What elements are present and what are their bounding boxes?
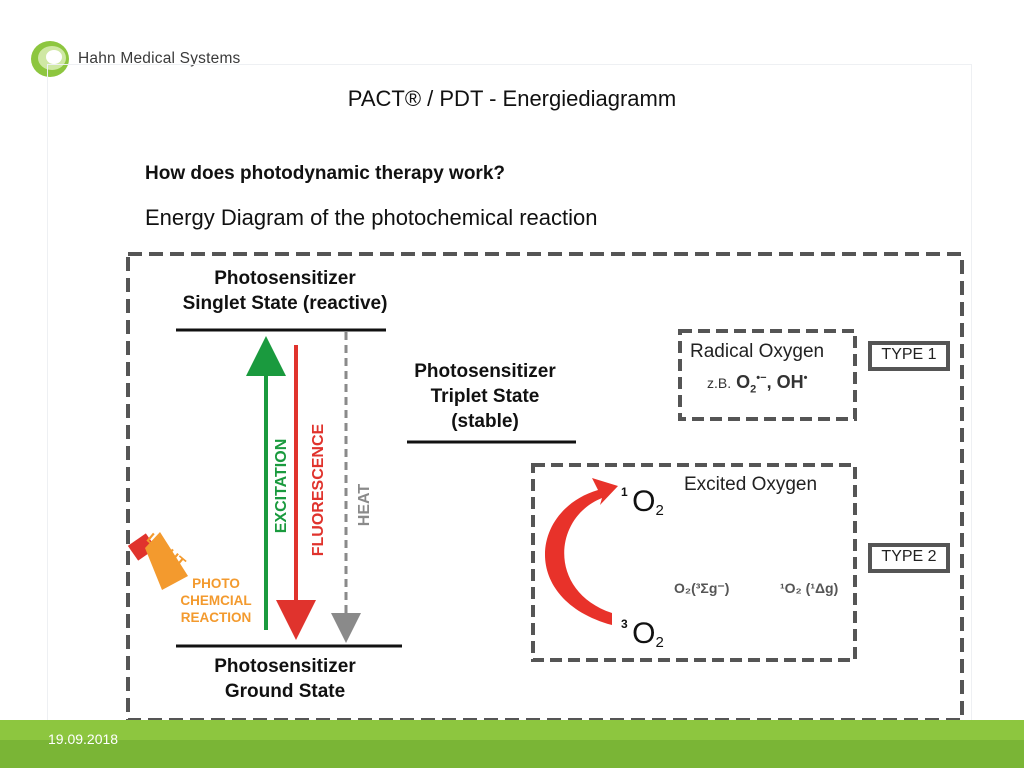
oxygen-term-ground: O₂(³Σg⁻) [674, 580, 730, 596]
heat-label: HEAT [356, 483, 373, 527]
singlet-state-label: Photosensitizer Singlet State (reactive) [182, 268, 388, 314]
triplet-state-label: Photosensitizer Triplet State (stable) [414, 361, 556, 432]
ground-state-label: Photosensitizer Ground State [214, 656, 356, 702]
diagram-subtitle: Energy Diagram of the photochemical reac… [145, 205, 598, 230]
excitation-label: EXCITATION [273, 438, 290, 534]
excited-oxygen-title: Excited Oxygen [684, 474, 818, 495]
outer-dashed-frame [126, 252, 964, 722]
company-name: Hahn Medical Systems [78, 50, 241, 67]
oxygen-transition-arrow [544, 478, 618, 625]
radical-oxygen-title: Radical Oxygen [690, 341, 825, 362]
lamp-icon [127, 532, 188, 590]
photochemical-reaction-label: PHOTO CHEMCIAL REACTION [180, 576, 252, 625]
slide-date: 19.09.2018 [48, 731, 119, 747]
oxygen-term-excited: ¹O₂ (¹Δg) [780, 580, 839, 596]
singlet-oxygen-symbol: 1 O2 [621, 485, 664, 520]
fluorescence-label: FLUORESCENCE [310, 423, 327, 557]
triplet-oxygen-symbol: 3 O2 [621, 617, 664, 652]
footer-shade [0, 740, 1024, 768]
radical-oxygen-example: z.B. O2•−, OH• [707, 372, 808, 396]
radical-oxygen-box [678, 329, 857, 421]
question-heading: How does photodynamic therapy work? [145, 163, 505, 184]
type-1-badge: TYPE 1 [868, 341, 950, 371]
slide-title: PACT® / PDT - Energiediagramm [347, 86, 677, 111]
excited-oxygen-box [531, 463, 857, 662]
type-2-badge: TYPE 2 [868, 543, 950, 573]
